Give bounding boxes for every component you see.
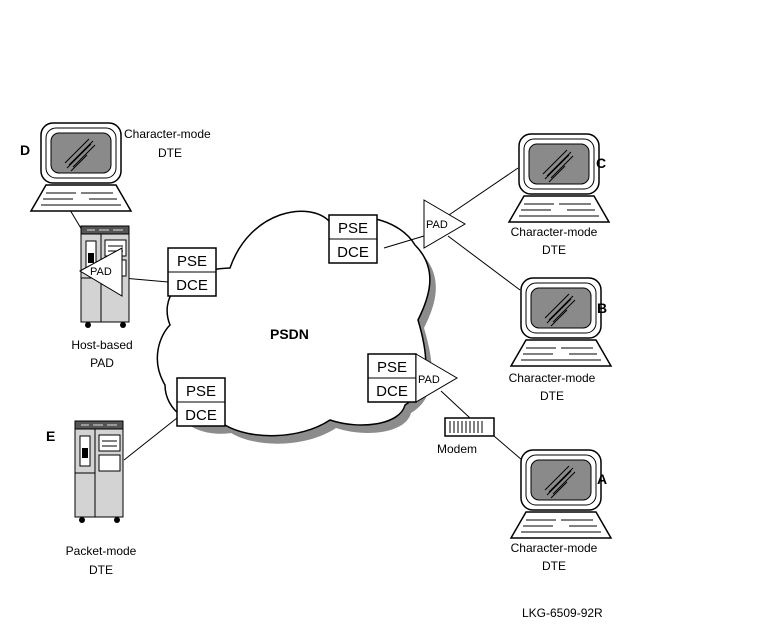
- pad-triangle-top: [423, 199, 466, 249]
- pse-dce-bottom: PSE DCE: [176, 377, 226, 427]
- pad-right-label: PAD: [418, 374, 440, 386]
- host-pad-caption-line2: PAD: [90, 356, 114, 370]
- figure-id: LKG-6509-92R: [522, 606, 603, 620]
- terminal-a-label-line2: DTE: [542, 559, 566, 573]
- dce-label: DCE: [376, 383, 408, 400]
- modem-label: Modem: [437, 442, 477, 456]
- node-letter-d: D: [20, 142, 30, 158]
- host-pad-triangle: [78, 247, 123, 297]
- link-host-pad-to-pse: [121, 277, 169, 283]
- terminal-c: [508, 133, 610, 223]
- host-pad-caption-line1: Host-based: [71, 338, 132, 352]
- terminal-b: [510, 277, 612, 367]
- terminal-b-label-line1: Character-mode: [509, 371, 596, 385]
- pad-triangle-right: [415, 353, 458, 403]
- dce-label: DCE: [185, 407, 217, 424]
- link-pse-to-pad-top: [383, 235, 425, 249]
- terminal-d-label-line2: DTE: [158, 146, 182, 160]
- node-letter-c: C: [596, 155, 606, 171]
- pse-label: PSE: [177, 253, 207, 270]
- link-pad-to-modem: [440, 390, 471, 419]
- dce-label: DCE: [176, 277, 208, 294]
- node-letter-b: B: [597, 300, 607, 316]
- terminal-d-label-line1: Character-mode: [124, 127, 211, 141]
- terminal-b-label-line2: DTE: [540, 389, 564, 403]
- pse-label: PSE: [186, 383, 216, 400]
- terminal-e-label-line1: Packet-mode: [66, 544, 137, 558]
- cabinet-e: [74, 420, 124, 524]
- network-label: PSDN: [270, 326, 309, 342]
- terminal-e-label-line2: DTE: [89, 563, 113, 577]
- node-letter-a: A: [597, 471, 607, 487]
- terminal-c-label-line1: Character-mode: [511, 225, 598, 239]
- host-pad-label: PAD: [90, 266, 112, 278]
- node-letter-e: E: [46, 428, 55, 444]
- link-pad-to-c: [445, 167, 519, 218]
- link-pad-to-b: [447, 235, 521, 291]
- terminal-d: [30, 122, 132, 212]
- pse-dce-top: PSE DCE: [328, 214, 378, 264]
- dce-label: DCE: [337, 244, 369, 261]
- modem: [444, 417, 495, 437]
- pse-label: PSE: [377, 359, 407, 376]
- terminal-a-label-line1: Character-mode: [511, 541, 598, 555]
- link-modem-to-a: [493, 435, 523, 461]
- terminal-a: [510, 449, 612, 539]
- pse-dce-right: PSE DCE: [367, 353, 417, 403]
- link-e-to-pse: [123, 417, 178, 461]
- terminal-c-label-line2: DTE: [542, 243, 566, 257]
- pse-dce-left: PSE DCE: [167, 247, 217, 297]
- pse-label: PSE: [338, 220, 368, 237]
- pad-top-label: PAD: [426, 219, 448, 231]
